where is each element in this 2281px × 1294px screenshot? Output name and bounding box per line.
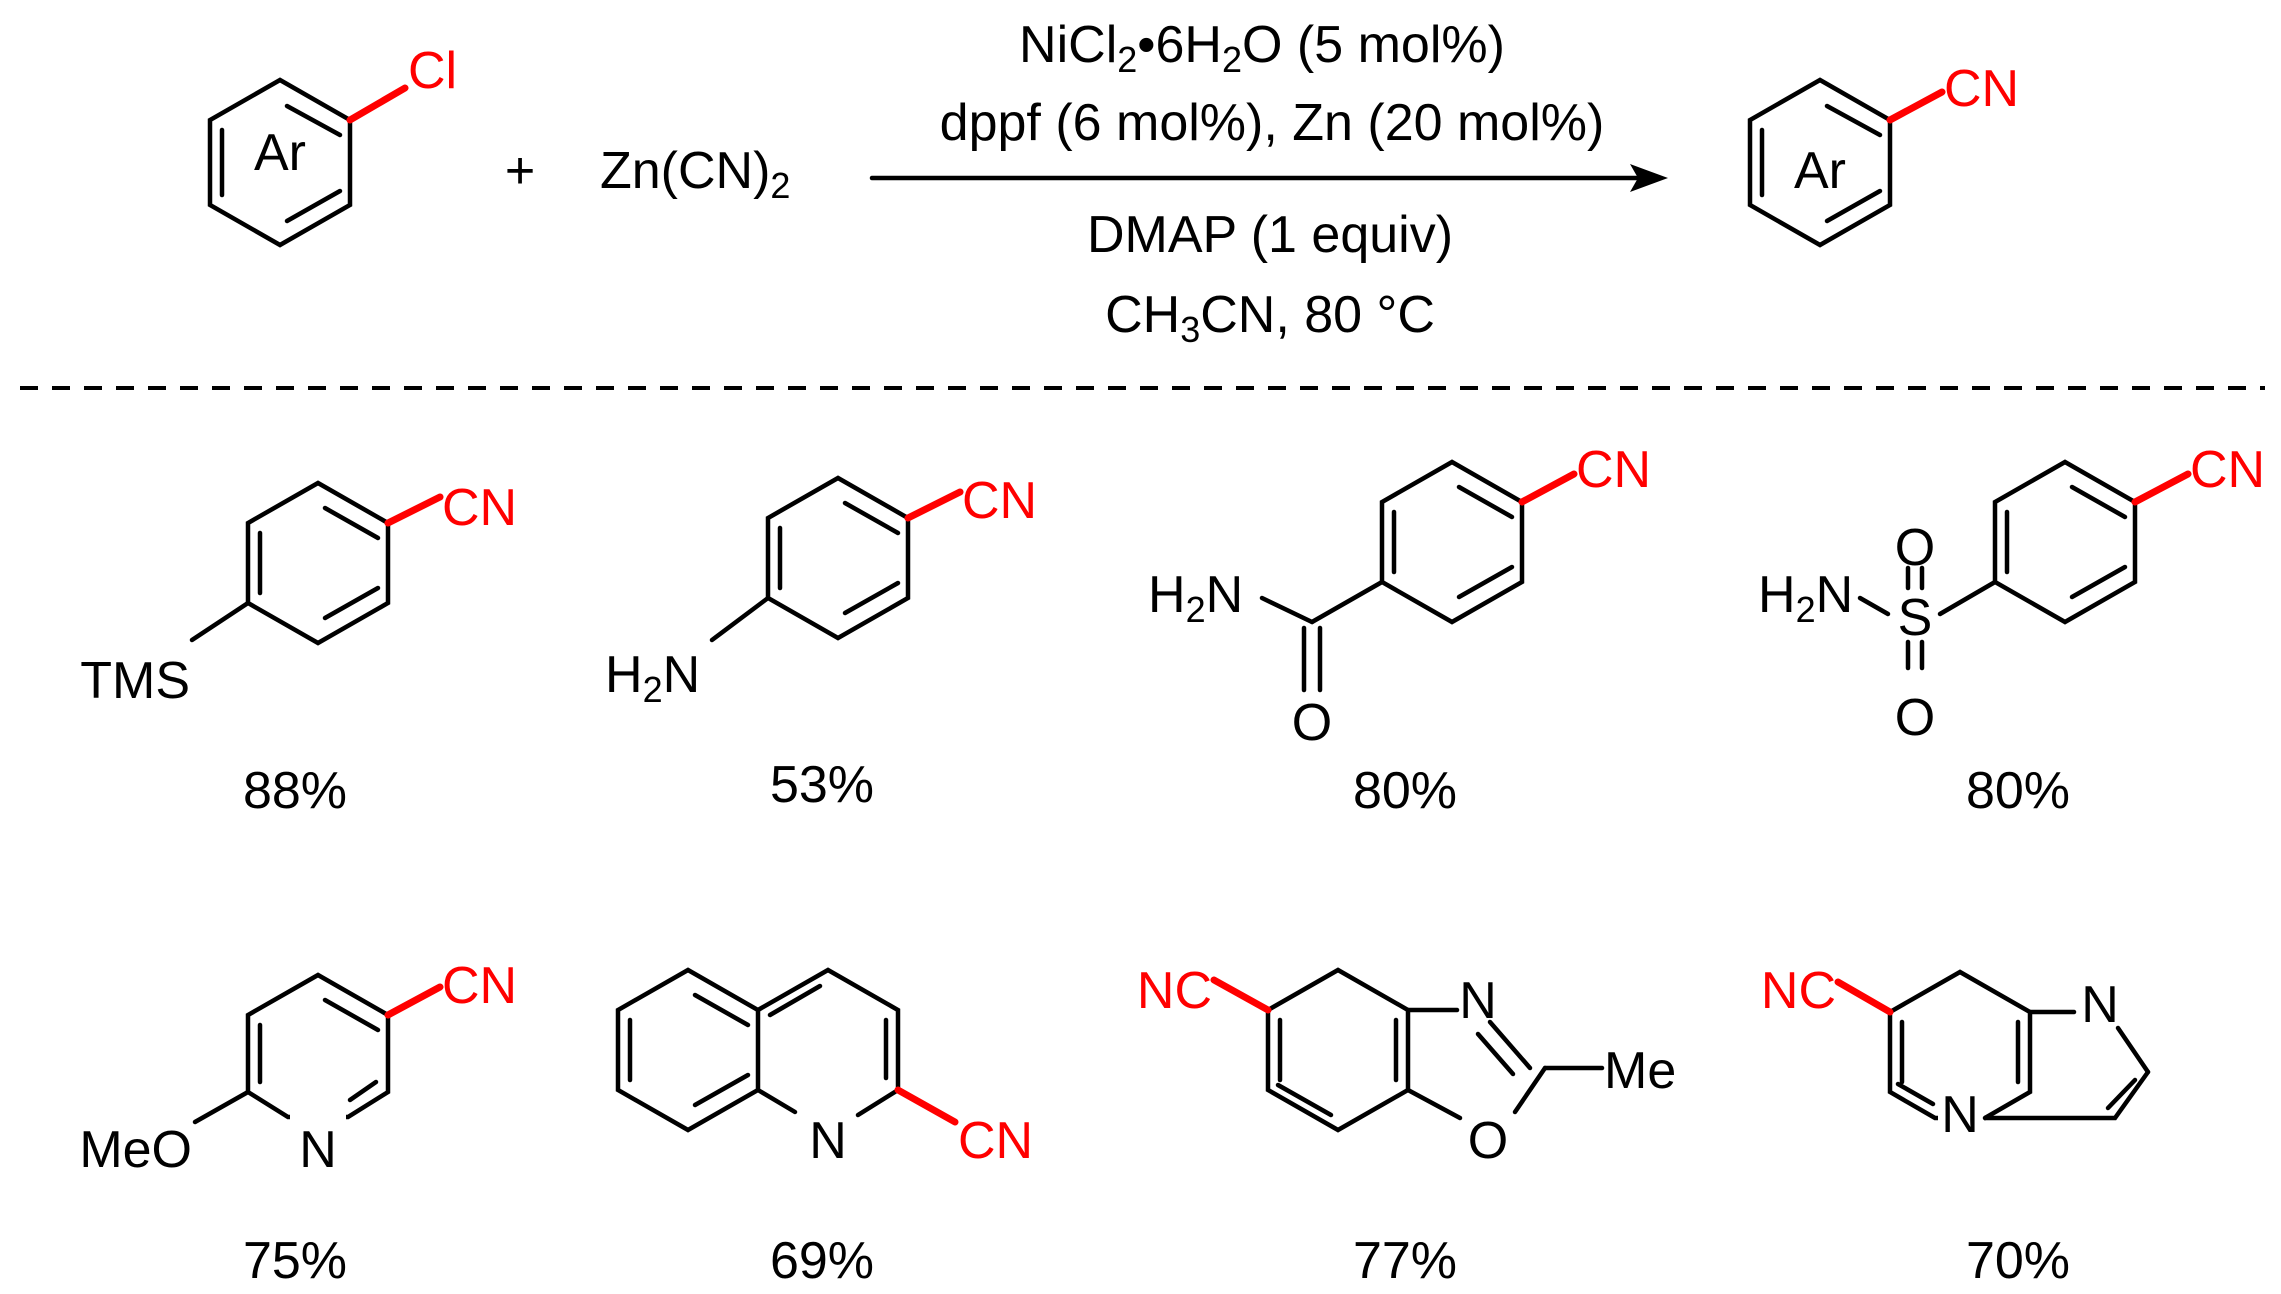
plus-sign: + xyxy=(505,142,535,200)
zinc-cyanide-label: Zn(CN)2 xyxy=(600,142,790,206)
product-8-imidazopyridine-nitrile: NC N N 70% xyxy=(1761,962,2151,1290)
condition-catalyst: NiCl2•6H2O (5 mol%) xyxy=(1019,16,1505,80)
product-1-tms-benzonitrile: CN TMS 88% xyxy=(80,479,517,820)
yield-8: 70% xyxy=(1966,1232,2070,1290)
product-aryl-nitrile: Ar CN xyxy=(1747,60,2019,248)
product-4-cyanobenzenesulfonamide: CN H2N S O O 80% xyxy=(1758,441,2265,820)
ring-nitrogen-label: N xyxy=(809,1112,847,1170)
yield-2: 53% xyxy=(770,756,874,814)
nitrile-label: NC xyxy=(1137,962,1212,1020)
imidazole-nitrogen-label: N xyxy=(2081,976,2119,1034)
chloride-label: Cl xyxy=(408,42,457,100)
product-3-cyanobenzamide: CN H2N O 80% xyxy=(1148,441,1651,820)
nitrile-label: CN xyxy=(2190,441,2265,499)
carbonyl-o-label: O xyxy=(1292,694,1332,752)
condition-solvent-temp: CH3CN, 80 °C xyxy=(1105,286,1435,350)
product-ring-label: Ar xyxy=(1794,142,1846,200)
yield-5: 75% xyxy=(243,1232,347,1290)
amine-label: H2N xyxy=(605,646,700,710)
nitrile-label: CN xyxy=(442,957,517,1015)
yield-4: 80% xyxy=(1966,762,2070,820)
sulfonyl-o-bottom: O xyxy=(1895,689,1935,747)
nitrile-label: NC xyxy=(1761,962,1836,1020)
yield-1: 88% xyxy=(243,762,347,820)
oxazole-nitrogen-label: N xyxy=(1459,972,1497,1030)
condition-ligand: dppf (6 mol%), Zn (20 mol%) xyxy=(940,94,1605,152)
sulfonyl-o-top: O xyxy=(1895,519,1935,577)
product-nitrile-label: CN xyxy=(1944,60,2019,118)
sulfonamide-nh2-label: H2N xyxy=(1758,566,1853,630)
product-5-methoxypyridine-nitrile: CN N MeO 75% xyxy=(79,957,517,1290)
product-2-aminobenzonitrile: CN H2N 53% xyxy=(605,472,1037,814)
methyl-label: Me xyxy=(1604,1042,1676,1100)
product-6-quinoline-nitrile: CN N 69% xyxy=(615,967,1033,1290)
bridgehead-nitrogen-label: N xyxy=(1941,1086,1979,1144)
reactant-aryl-chloride: Ar Cl xyxy=(207,42,457,248)
amide-nh2-label: H2N xyxy=(1148,566,1243,630)
tms-label: TMS xyxy=(80,652,190,710)
ring-label: Ar xyxy=(254,124,306,182)
nitrile-label: CN xyxy=(1576,441,1651,499)
oxazole-oxygen-label: O xyxy=(1468,1112,1508,1170)
yield-7: 77% xyxy=(1353,1232,1457,1290)
nitrile-label: CN xyxy=(442,479,517,537)
nitrile-label: CN xyxy=(962,472,1037,530)
nitrile-label: CN xyxy=(958,1112,1033,1170)
yield-6: 69% xyxy=(770,1232,874,1290)
methoxy-label: MeO xyxy=(79,1121,192,1179)
reaction-arrow xyxy=(869,164,1668,192)
sulfur-label: S xyxy=(1898,589,1933,647)
ring-nitrogen-label: N xyxy=(299,1121,337,1179)
yield-3: 80% xyxy=(1353,762,1457,820)
product-7-benzoxazole-nitrile: NC N O Me 77% xyxy=(1137,962,1676,1290)
condition-additive: DMAP (1 equiv) xyxy=(1087,206,1453,264)
